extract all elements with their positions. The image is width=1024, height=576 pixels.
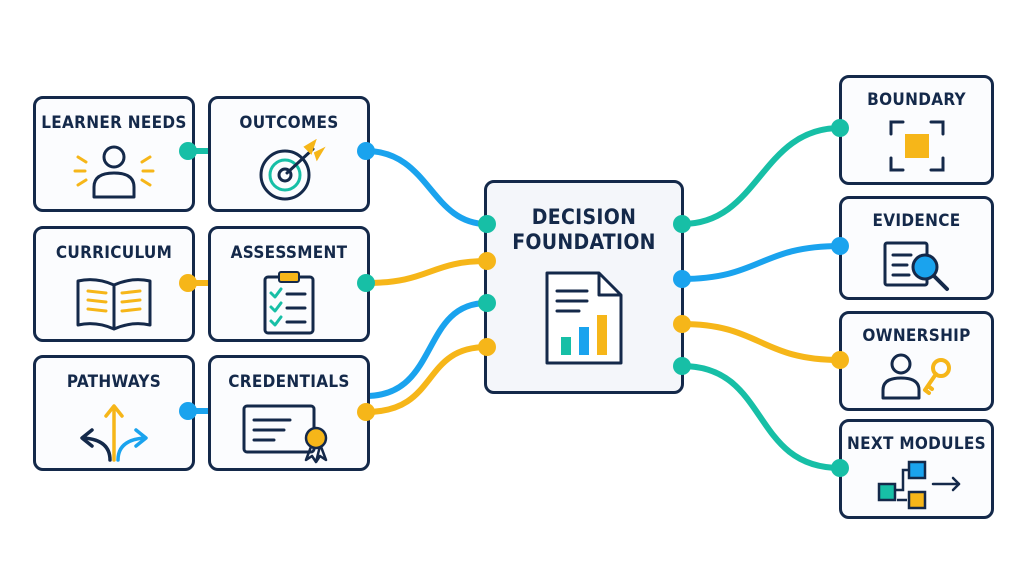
card-ownership[interactable]: OWNERSHIP: [839, 311, 994, 411]
card-assessment[interactable]: ASSESSMENT: [208, 226, 370, 342]
connector-credentials-to-center-teal: [363, 300, 490, 399]
connector-assessment-to-center: [363, 258, 490, 286]
center-title-line2: FOUNDATION: [512, 230, 656, 254]
card-evidence[interactable]: EVIDENCE: [839, 196, 994, 300]
card-label: NEXT MODULES: [847, 434, 986, 454]
connector-center-to-boundary: [679, 125, 843, 227]
card-label: PATHWAYS: [66, 372, 162, 392]
learner-icon: [73, 145, 155, 199]
card-label: ASSESSMENT: [230, 243, 348, 263]
document-magnifier-icon: [883, 241, 949, 291]
decision-foundation-card[interactable]: DECISION FOUNDATION: [484, 180, 684, 394]
card-curriculum[interactable]: CURRICULUM: [33, 226, 195, 342]
card-learner-needs[interactable]: LEARNER NEEDS: [33, 96, 195, 212]
person-key-icon: [881, 353, 951, 400]
card-label: LEARNER NEEDS: [41, 113, 187, 133]
center-title-line1: DECISION: [531, 205, 637, 229]
card-label: CURRICULUM: [55, 243, 173, 263]
target-icon: [259, 139, 326, 201]
card-outcomes[interactable]: OUTCOMES: [208, 96, 370, 212]
connector-center-to-ownership: [679, 321, 843, 363]
card-boundary[interactable]: BOUNDARY: [839, 75, 994, 185]
connector-center-to-evidence: [679, 243, 843, 282]
card-label: EVIDENCE: [872, 211, 961, 231]
card-label: OWNERSHIP: [862, 326, 971, 346]
boundary-frame-icon: [889, 120, 944, 172]
card-next-modules[interactable]: NEXT MODULES: [839, 419, 994, 519]
card-label: OUTCOMES: [239, 113, 339, 133]
card-label: BOUNDARY: [867, 90, 966, 110]
connector-center-to-next-modules: [679, 363, 843, 471]
card-credentials[interactable]: CREDENTIALS: [208, 355, 370, 471]
report-chart-icon: [545, 271, 623, 365]
connector-credentials-to-center-yellow: [363, 344, 490, 415]
module-flow-icon: [877, 460, 960, 510]
certificate-icon: [242, 404, 328, 464]
open-book-icon: [76, 278, 152, 331]
connector-outcomes-to-center: [363, 148, 490, 227]
clipboard-checklist-icon: [263, 271, 315, 335]
card-pathways[interactable]: PATHWAYS: [33, 355, 195, 471]
branching-arrows-icon: [80, 404, 148, 462]
card-label: CREDENTIALS: [228, 372, 350, 392]
